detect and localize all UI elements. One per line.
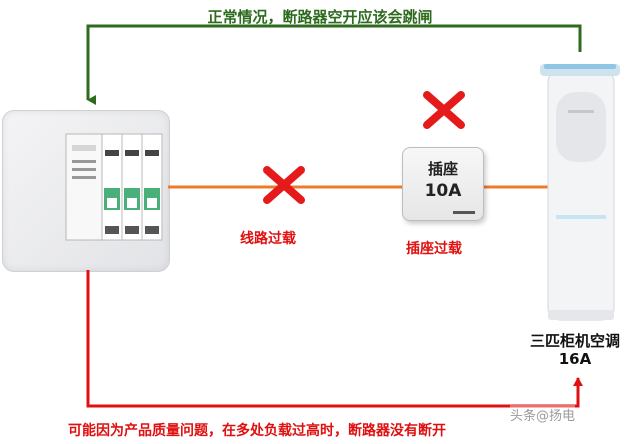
line-overload-cross-icon	[263, 166, 305, 204]
socket-box: 插座 10A	[402, 147, 484, 221]
top-caption: 正常情况，断路器空开应该会跳闸	[207, 8, 433, 26]
air-conditioner-rating: 16A	[558, 350, 592, 368]
line-overload-label: 线路过载	[240, 231, 296, 247]
socket-rating: 10A	[424, 181, 462, 201]
air-conditioner-name: 三匹柜机空调	[529, 332, 620, 350]
socket-overload-label: 插座过载	[406, 241, 462, 257]
watermark: 头条@扬电	[510, 405, 576, 424]
bottom-caption: 可能因为产品质量问题，在多处负载过高时，断路器没有断开	[68, 423, 446, 439]
circuit-breaker-icon	[65, 133, 163, 241]
socket-name: 插座	[427, 160, 458, 178]
socket-overload-cross-icon	[423, 91, 465, 129]
air-conditioner-icon	[540, 64, 620, 321]
socket-brand-mark	[453, 211, 475, 214]
bottom-wire	[86, 270, 583, 408]
top-wire	[86, 24, 582, 105]
